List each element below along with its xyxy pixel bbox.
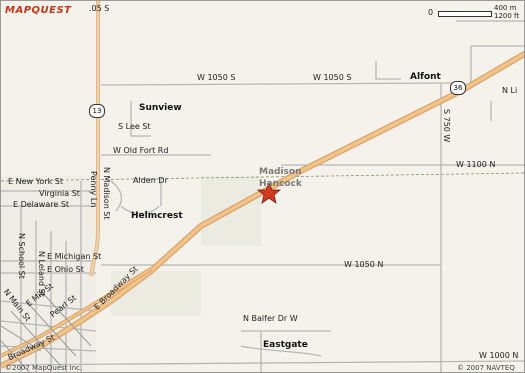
- road-label-e-delaware: E Delaware St: [13, 200, 70, 209]
- road-label-virginia: Virginia St: [39, 189, 80, 198]
- road-label-alden: Alden Dr: [133, 176, 168, 185]
- scale-feet: 1200 ft: [494, 12, 520, 20]
- road-label-w1050s: W 1050 S: [313, 73, 352, 82]
- road-label-w1000n: W 1000 N: [479, 351, 519, 360]
- location-marker-icon[interactable]: [256, 181, 282, 204]
- place-madison: Madison: [259, 167, 302, 177]
- mapquest-logo[interactable]: MAPQUEST: [5, 5, 72, 16]
- road-label-n-school: N School St: [17, 233, 26, 279]
- scale-zero: 0: [428, 8, 434, 17]
- parcel-area: [111, 271, 201, 316]
- place-alfont[interactable]: Alfont: [410, 72, 441, 82]
- brand-name: MAPQUEST: [5, 5, 72, 16]
- scale-meters: 400 m: [494, 4, 517, 12]
- road-label-n-balfer: N Balfer Dr W: [243, 314, 298, 323]
- county-line: [1, 172, 524, 182]
- road-label-n-li: N Li: [502, 86, 518, 95]
- road-label: .05 S: [89, 4, 110, 13]
- road-label-s750w: S 750 W: [442, 109, 451, 143]
- route-36-shield: 36: [450, 81, 466, 95]
- road-label-e-new-york: E New York St: [8, 177, 63, 186]
- road-label-w1050n: W 1050 N: [344, 260, 384, 269]
- road-label-w1100n: W 1100 N: [456, 160, 496, 169]
- place-hancock: Hancock: [259, 179, 302, 189]
- road-label-w1050s: W 1050 S: [197, 73, 236, 82]
- road-label-e-michigan: E Michigan St: [47, 252, 102, 261]
- road-label-e-ohio: E Ohio St: [47, 265, 84, 274]
- place-eastgate[interactable]: Eastgate: [263, 340, 308, 350]
- road-label-w-old-fort: W Old Fort Rd: [113, 146, 169, 155]
- copyright-navteq: © 2007 NAVTEQ: [457, 364, 515, 372]
- place-sunview[interactable]: Sunview: [139, 103, 182, 113]
- scale-graphic: [438, 11, 492, 17]
- place-helmcrest[interactable]: Helmcrest: [131, 211, 183, 221]
- road-label-n-madison: N Madison St: [102, 167, 111, 220]
- copyright-mapquest: ©2007 MapQuest Inc.: [5, 364, 83, 372]
- road-label-penny: Penny Ln: [89, 171, 98, 208]
- road-label-s-lee: S Lee St: [118, 122, 151, 131]
- scale-bar: 0 400 m 1200 ft: [428, 4, 520, 23]
- route-13-shield: 13: [89, 104, 105, 118]
